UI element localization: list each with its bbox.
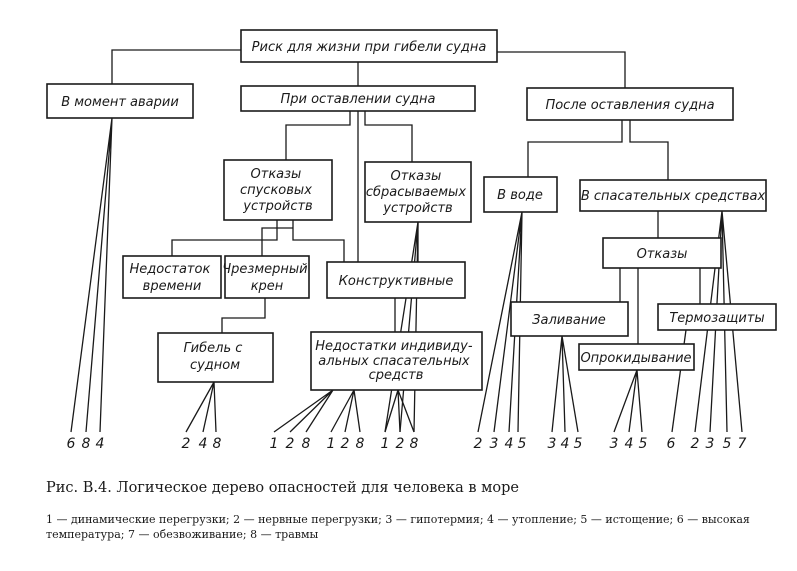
node-capsizing — [578, 343, 695, 371]
node-rescue-label: В спасательных средствах — [581, 189, 766, 204]
node-after-label: После оставления судна — [545, 98, 714, 113]
hazard-tree-diagram: Риск для жизни при гибели судна В момент… — [46, 29, 777, 452]
node-labels: Риск для жизни при гибели судна В момент… — [61, 40, 765, 383]
node-rescue — [579, 179, 767, 212]
node-root-label: Риск для жизни при гибели судна — [252, 40, 487, 55]
node-launch-fail — [223, 159, 333, 221]
node-ppe-label: Недостатки индивиду- альных спасательных… — [315, 339, 476, 383]
connector-lines — [111, 49, 701, 344]
node-ppe — [310, 331, 483, 391]
node-excess-list-label: Чрезмерный крен — [222, 262, 312, 294]
node-lack-time-label: Недостаток времени — [130, 262, 215, 294]
figure-caption: Рис. В.4. Логическое дерево опасностей д… — [46, 480, 519, 496]
node-water — [483, 176, 558, 213]
node-structural-label: Конструктивные — [339, 274, 454, 289]
node-lack-time — [122, 255, 222, 299]
figure-legend: 1 — динамические перегрузки; 2 — нервные… — [46, 513, 750, 541]
node-excess-list — [224, 255, 310, 299]
node-failures-label: Отказы — [637, 247, 688, 262]
node-launch-fail-label: Отказы спусковых устройств — [240, 167, 316, 214]
node-after — [526, 87, 734, 121]
node-boxes — [46, 29, 777, 391]
node-drop-fail — [364, 161, 472, 223]
node-flooding-label: Заливание — [532, 313, 606, 328]
leaf-group-thermal: 6 — [667, 436, 676, 452]
node-sinking-label: Гибель с судном — [183, 341, 246, 373]
node-thermal — [657, 303, 777, 331]
node-drop-fail-label: Отказы сбрасываемых устройств — [366, 169, 470, 216]
node-abandon — [240, 85, 476, 112]
node-structural — [326, 261, 466, 299]
node-root — [240, 29, 498, 63]
node-failures — [602, 237, 722, 269]
node-flooding — [510, 301, 629, 337]
node-thermal-label: Термозащиты — [669, 311, 764, 326]
node-capsizing-label: Опрокидывание — [580, 351, 691, 366]
node-moment — [46, 83, 194, 119]
node-moment-label: В момент аварии — [61, 95, 179, 110]
node-water-label: В воде — [497, 188, 543, 203]
node-abandon-label: При оставлении судна — [280, 92, 435, 107]
node-sinking — [157, 332, 274, 383]
